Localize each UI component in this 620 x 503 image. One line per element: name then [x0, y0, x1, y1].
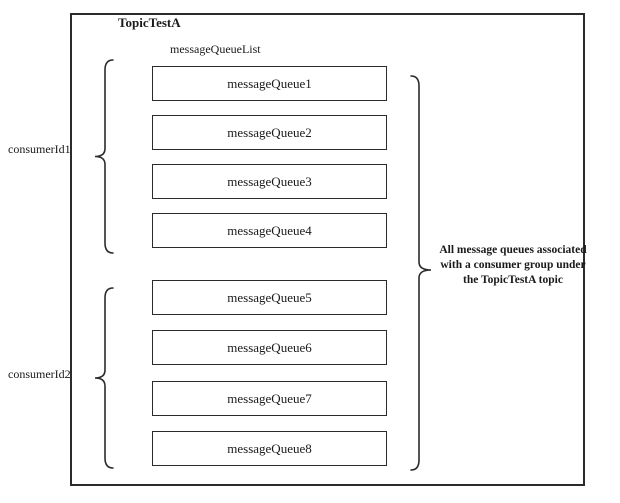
queue-list-label: messageQueueList [170, 42, 261, 56]
queue-box-4: messageQueue4 [152, 213, 387, 248]
brace-all-queues-icon [410, 75, 432, 471]
queue-box-2: messageQueue2 [152, 115, 387, 150]
annotation-text: All message queues associated with a con… [433, 243, 593, 288]
consumer-label-1: consumerId1 [8, 142, 71, 156]
queue-box-6: messageQueue6 [152, 330, 387, 365]
queue-box-3: messageQueue3 [152, 164, 387, 199]
annotation-line-1: All message queues associated [439, 244, 587, 256]
queue-box-5: messageQueue5 [152, 280, 387, 315]
brace-consumer-2-icon [94, 287, 114, 469]
queue-box-7: messageQueue7 [152, 381, 387, 416]
brace-consumer-1-icon [94, 59, 114, 254]
queue-box-8: messageQueue8 [152, 431, 387, 466]
annotation-line-2: with a consumer group under [440, 259, 586, 271]
consumer-label-2: consumerId2 [8, 367, 71, 381]
queue-box-1: messageQueue1 [152, 66, 387, 101]
topic-title: TopicTestA [118, 15, 181, 30]
annotation-line-3: the TopicTestA topic [463, 274, 563, 286]
